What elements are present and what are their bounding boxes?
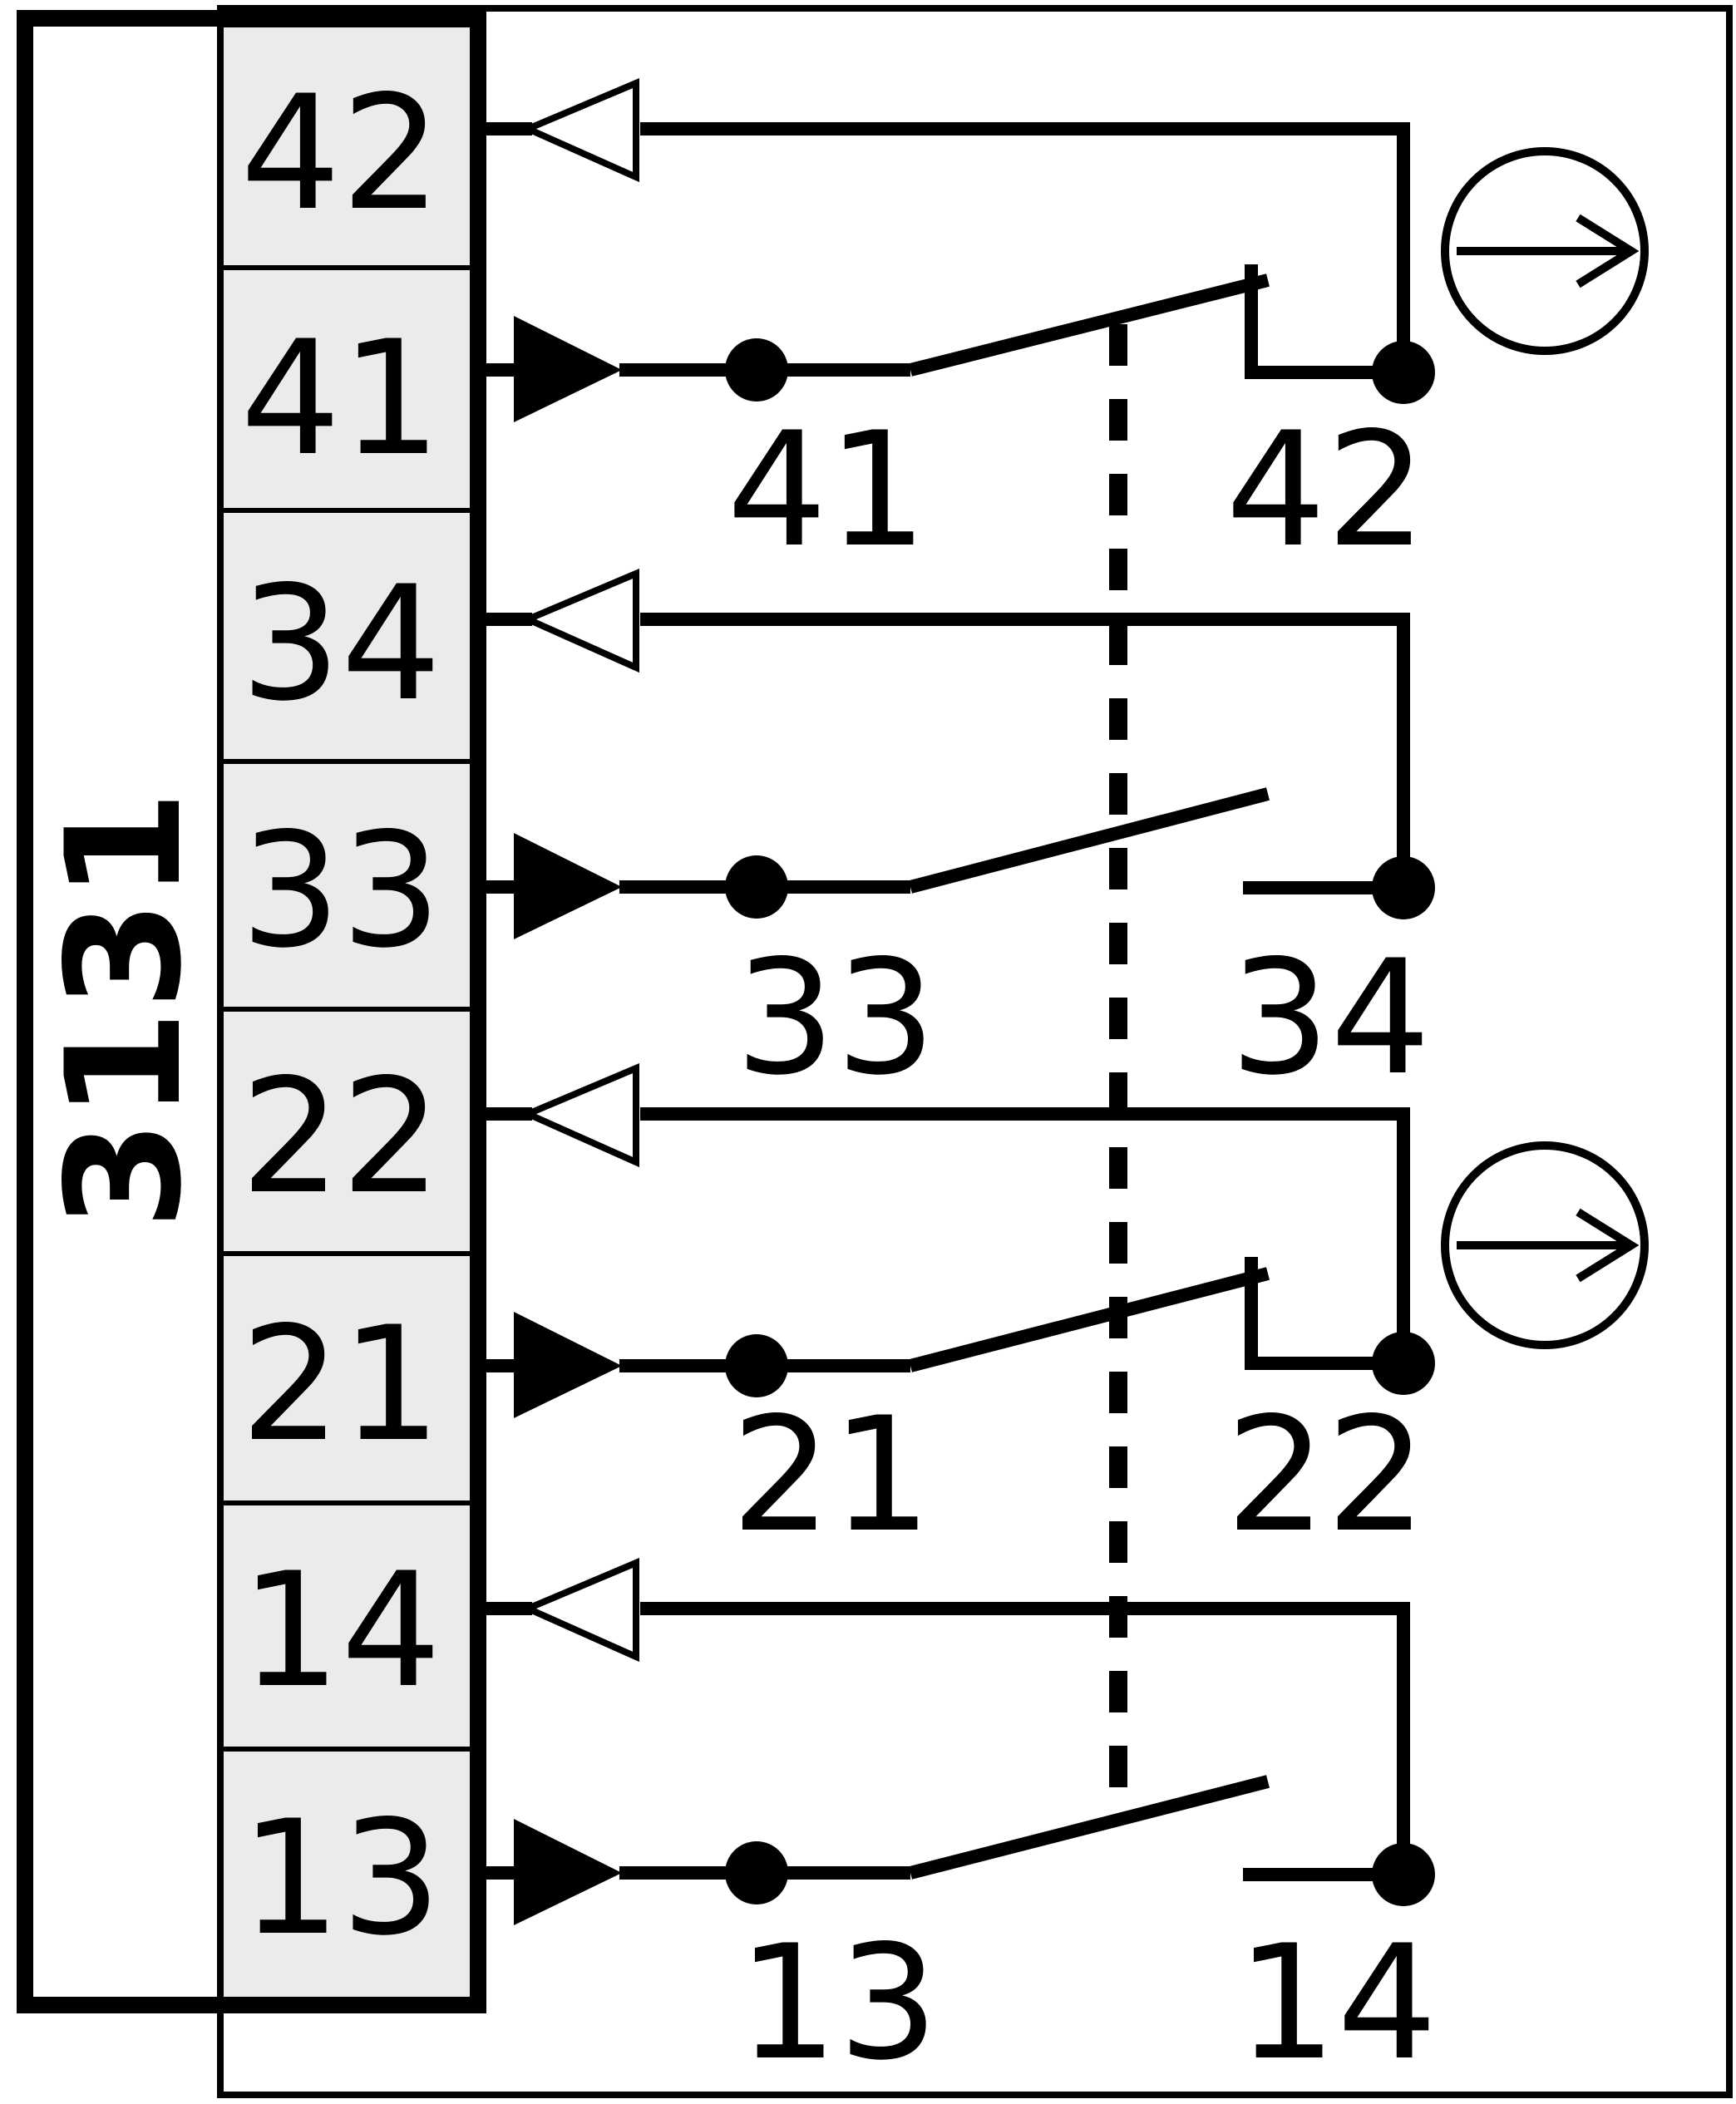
return-wire (640, 613, 1410, 888)
solid-arrow-icon (514, 316, 622, 422)
terminal-strip (218, 22, 481, 2003)
terminal-label: 42 (240, 62, 441, 245)
terminal-label: 21 (240, 1293, 441, 1476)
nc-contact (1245, 1257, 1403, 1370)
switch-blade (908, 787, 1270, 894)
solid-arrow-icon (514, 1819, 622, 1925)
nc-contact (1245, 264, 1403, 379)
contact-label: 34 (1230, 926, 1431, 1110)
solid-arrow-icon (514, 833, 622, 939)
module-block (17, 10, 486, 2013)
switch-blade (909, 273, 1270, 377)
contact-label: 14 (1236, 1911, 1438, 2095)
hollow-arrow-icon (519, 1062, 639, 1168)
contact-13-14: 13 14 (478, 1557, 1438, 2095)
contact-label: 21 (731, 1383, 932, 1567)
hollow-arrow-icon (519, 77, 639, 183)
contact-node (1372, 341, 1435, 404)
terminal-cell (218, 265, 481, 513)
contact-label: 41 (727, 398, 928, 582)
positive-opening-arrowhead (1576, 214, 1640, 288)
return-wire (640, 1107, 1410, 1363)
contact-label: 33 (735, 926, 936, 1110)
terminal-label: 41 (240, 307, 441, 490)
contact-21-22: 21 22 (478, 1062, 1649, 1567)
terminal-label: 14 (240, 1539, 441, 1722)
positive-opening-arrowhead (1576, 1208, 1640, 1283)
hollow-arrow-icon (519, 1557, 639, 1663)
terminal-label: 33 (240, 799, 441, 983)
contact-label: 22 (1226, 1383, 1427, 1567)
contact-node (1372, 1843, 1435, 1906)
terminal-label: 22 (240, 1045, 441, 1229)
terminal-labels: 42 41 34 33 22 21 14 13 (240, 62, 441, 1970)
module-label: 3131 (32, 791, 216, 1230)
contact-33-34: 33 34 (478, 568, 1435, 1110)
switch-blade (909, 1775, 1270, 1880)
terminal-label: 13 (240, 1786, 441, 1970)
solid-arrow-icon (514, 1312, 622, 1418)
hollow-arrow-icon (519, 568, 639, 673)
contact-node (1372, 856, 1435, 919)
contact-label: 13 (737, 1911, 939, 2095)
return-wire (640, 122, 1410, 372)
contact-node (1372, 1332, 1435, 1395)
contact-41-42: 41 42 (478, 77, 1649, 582)
terminal-label: 34 (240, 552, 441, 736)
switch-blade (909, 1267, 1270, 1372)
contact-label: 42 (1226, 398, 1427, 582)
return-wire (640, 1602, 1410, 1875)
